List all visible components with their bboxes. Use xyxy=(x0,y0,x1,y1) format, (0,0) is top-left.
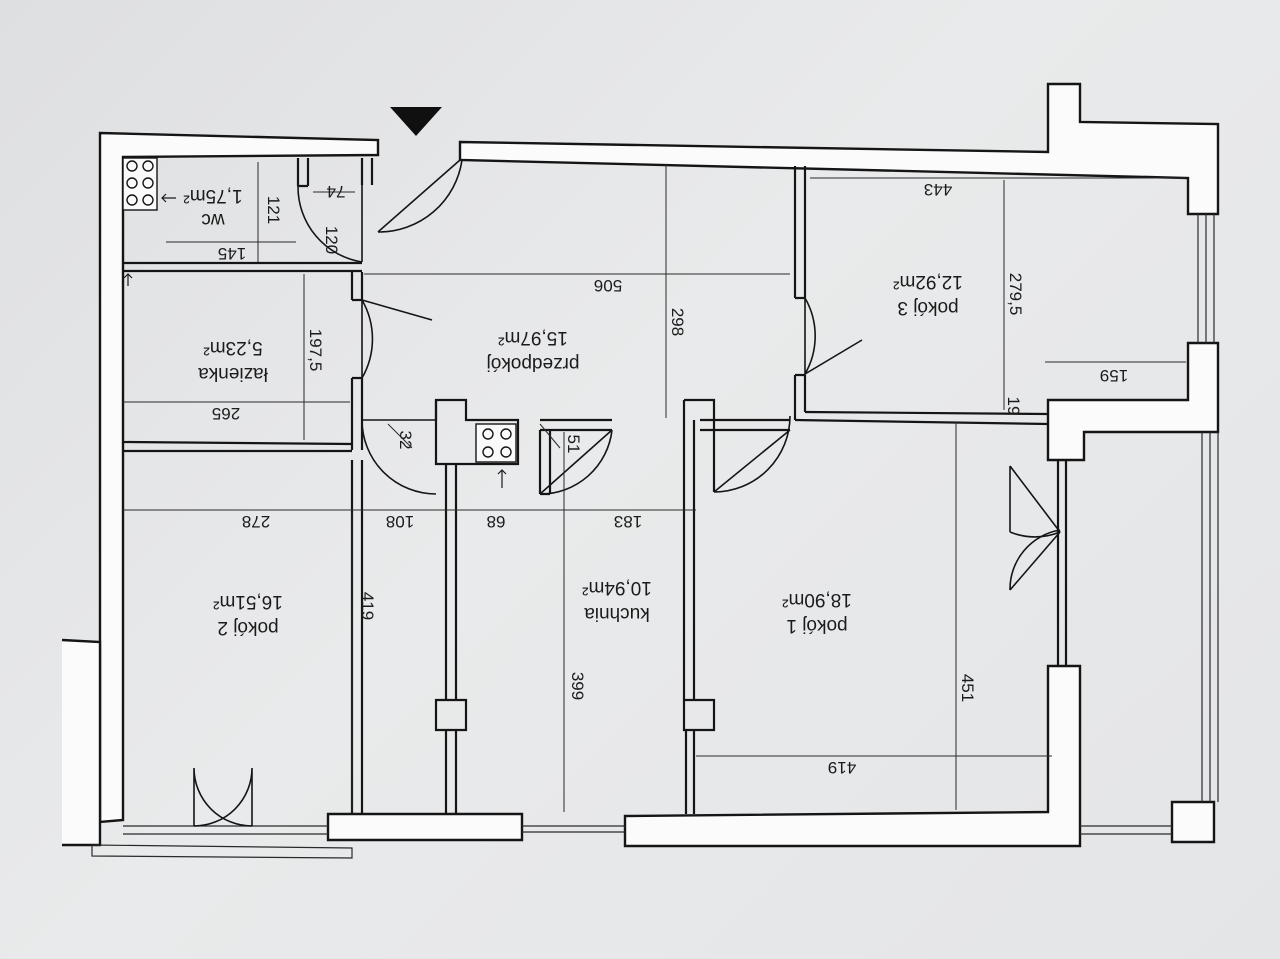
dim-closet-width: 74 xyxy=(327,182,346,201)
room-kuchnia-area: 10,94m² xyxy=(582,577,652,598)
dim-room3-depth: 279,5 xyxy=(1006,273,1025,316)
wall-room2-right xyxy=(350,460,364,814)
door-entrance xyxy=(377,159,463,233)
door-room2-balcony xyxy=(193,767,253,827)
wall-kitchen-left xyxy=(434,464,468,814)
room-lazienka-name: łazienka xyxy=(198,363,268,384)
window-bottom-left xyxy=(91,825,353,859)
door-room2 xyxy=(361,419,437,495)
dim-room2-depth: 419 xyxy=(358,592,377,620)
dim-bath-depth: 197,5 xyxy=(306,329,325,372)
wall-room3-left-top xyxy=(793,166,807,300)
room-kuchnia-name: kuchnia xyxy=(584,603,650,624)
arrow-wc-icon xyxy=(161,193,176,203)
room-lazienka-area: 5,23m² xyxy=(203,337,262,358)
wall-left-lower xyxy=(61,638,102,847)
wall-kitchen-right-top xyxy=(538,430,552,496)
door-room3 xyxy=(802,297,863,377)
dim-room1-depth: 451 xyxy=(958,674,977,702)
dim-closet-depth: 120 xyxy=(322,226,341,254)
entrance-arrow-icon xyxy=(390,107,442,136)
dimension-lines xyxy=(123,162,1186,812)
dim-room3-width: 443 xyxy=(924,180,952,199)
window-right-bottom xyxy=(1201,432,1219,802)
wall-bath-right-top xyxy=(350,272,364,302)
window-bottom-right xyxy=(1080,825,1172,835)
window-right-top xyxy=(1197,214,1215,343)
dim-room1-width: 419 xyxy=(828,758,856,777)
dim-kitchen-a: 68 xyxy=(487,512,506,531)
dim-duct-a: 32 xyxy=(396,431,415,450)
door-closet xyxy=(297,185,363,263)
dim-hall-depth: 298 xyxy=(668,308,687,336)
vent-cells xyxy=(126,160,512,458)
dim-room3-niche: 159 xyxy=(1100,366,1128,385)
wall-wc-right xyxy=(296,158,310,188)
dim-room3-wall: 19 xyxy=(1004,397,1023,416)
wall-kitchen-right xyxy=(682,398,716,814)
window-bottom-center xyxy=(522,825,625,833)
door-balcony-1 xyxy=(1009,465,1061,538)
arrow-duct-icon xyxy=(497,469,507,488)
door-bath xyxy=(361,299,433,379)
room-przedpokoj-name: przedpokój xyxy=(487,353,580,374)
dim-wc-width: 145 xyxy=(218,244,246,263)
wall-room3-bottom xyxy=(794,410,1049,426)
room-pokoj1-name: pokój 1 xyxy=(786,615,847,636)
room-wc-area: 1,75m² xyxy=(183,185,242,206)
door-balcony-2 xyxy=(1009,529,1061,591)
dim-kitchen-depth: 399 xyxy=(568,672,587,700)
door-room1 xyxy=(713,415,791,493)
room-labels: wc 1,75m² łazienka 5,23m² przedpokój 15,… xyxy=(183,185,962,638)
flow-arrows xyxy=(123,193,507,488)
wall-right-middle xyxy=(1046,341,1220,462)
wall-hall-bottom xyxy=(540,418,790,432)
wall-duct xyxy=(434,398,520,466)
dim-room2-ext: 108 xyxy=(386,512,414,531)
windows xyxy=(91,214,1219,859)
dim-hall-width: 506 xyxy=(594,276,622,295)
dim-duct-b: 51 xyxy=(564,435,583,454)
room-przedpokoj-area: 15,97m² xyxy=(498,327,568,348)
wall-bottom-right xyxy=(623,664,1082,848)
room-wc-name: wc xyxy=(201,209,225,230)
wall-wc-bottom xyxy=(123,261,362,273)
dim-kitchen-b: 183 xyxy=(614,512,642,531)
room-pokoj3-name: pokój 3 xyxy=(897,297,958,318)
room-pokoj2-name: pokój 2 xyxy=(217,617,278,638)
arrow-bath-icon xyxy=(123,273,133,286)
duct-box xyxy=(475,423,517,463)
dimension-labels: 121 145 120 74 506 298 443 279,5 159 19 … xyxy=(212,180,1128,777)
wall-bottom-center xyxy=(326,812,524,842)
wall-bath-bottom xyxy=(122,440,353,453)
partitions xyxy=(122,158,1068,814)
wall-bath-right-bottom xyxy=(350,376,364,450)
doors xyxy=(193,159,1061,827)
walls xyxy=(61,82,1220,848)
dim-wc-depth: 121 xyxy=(264,196,283,224)
room-pokoj1-area: 18,90m² xyxy=(782,589,852,610)
wall-room3-left-bottom xyxy=(793,373,807,420)
fixtures xyxy=(122,157,517,463)
wall-corner-pier xyxy=(1170,800,1216,844)
room-pokoj2-area: 16,51m² xyxy=(213,591,283,612)
wall-closet-right xyxy=(360,158,374,185)
wall-room1-right xyxy=(1056,460,1068,666)
room-pokoj3-area: 12,92m² xyxy=(893,271,963,292)
dim-bath-width: 265 xyxy=(212,404,240,423)
wall-top xyxy=(458,82,1220,216)
door-kitchen xyxy=(539,429,613,495)
dim-room2-width: 278 xyxy=(242,512,270,531)
